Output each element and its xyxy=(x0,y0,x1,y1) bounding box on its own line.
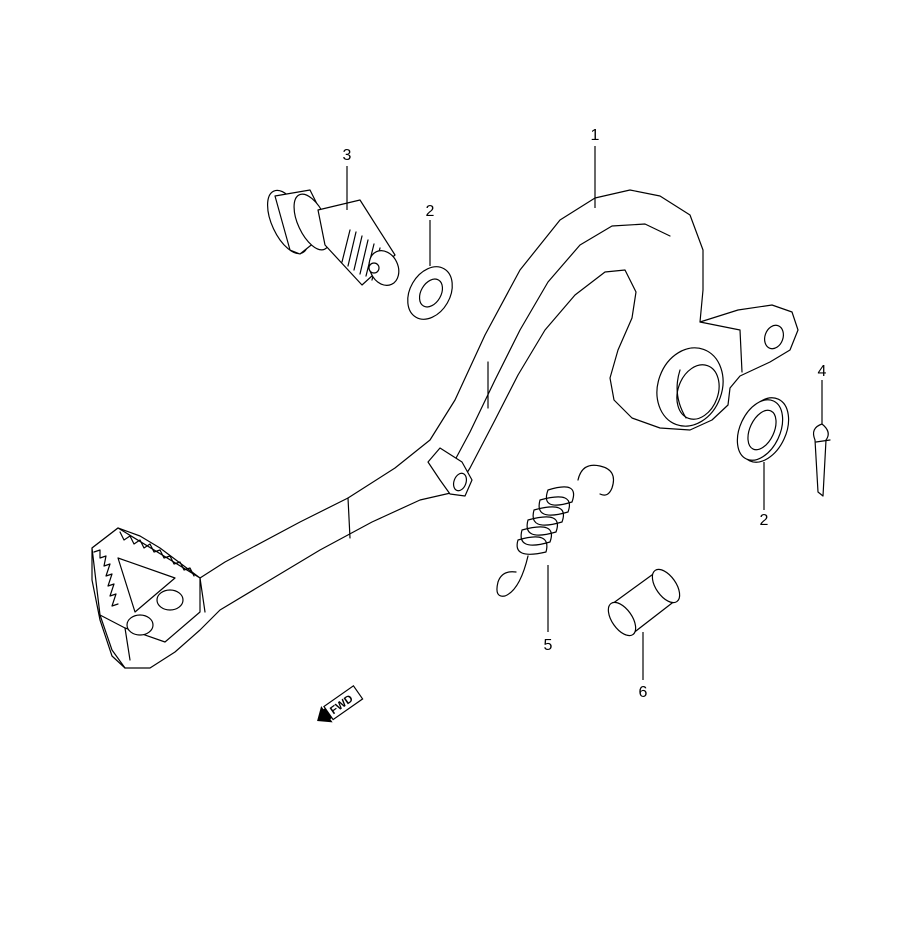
pivot-bolt-part-3 xyxy=(266,189,400,286)
collar-part-6 xyxy=(607,568,681,637)
callout-6: 6 xyxy=(638,684,648,701)
callout-4: 4 xyxy=(817,363,827,380)
return-spring-part-5 xyxy=(496,464,615,597)
washer-part-2-lower xyxy=(736,397,790,463)
callout-2-lower: 2 xyxy=(759,512,769,529)
cotter-pin-part-4 xyxy=(812,423,831,497)
callout-5: 5 xyxy=(543,637,553,654)
fwd-arrow-icon: FWD xyxy=(317,684,364,723)
callout-3: 3 xyxy=(342,147,352,164)
brake-pedal-part-1 xyxy=(91,189,799,669)
callout-2-upper: 2 xyxy=(425,203,435,220)
callout-1: 1 xyxy=(590,127,600,144)
washer-part-2-upper xyxy=(407,266,453,320)
